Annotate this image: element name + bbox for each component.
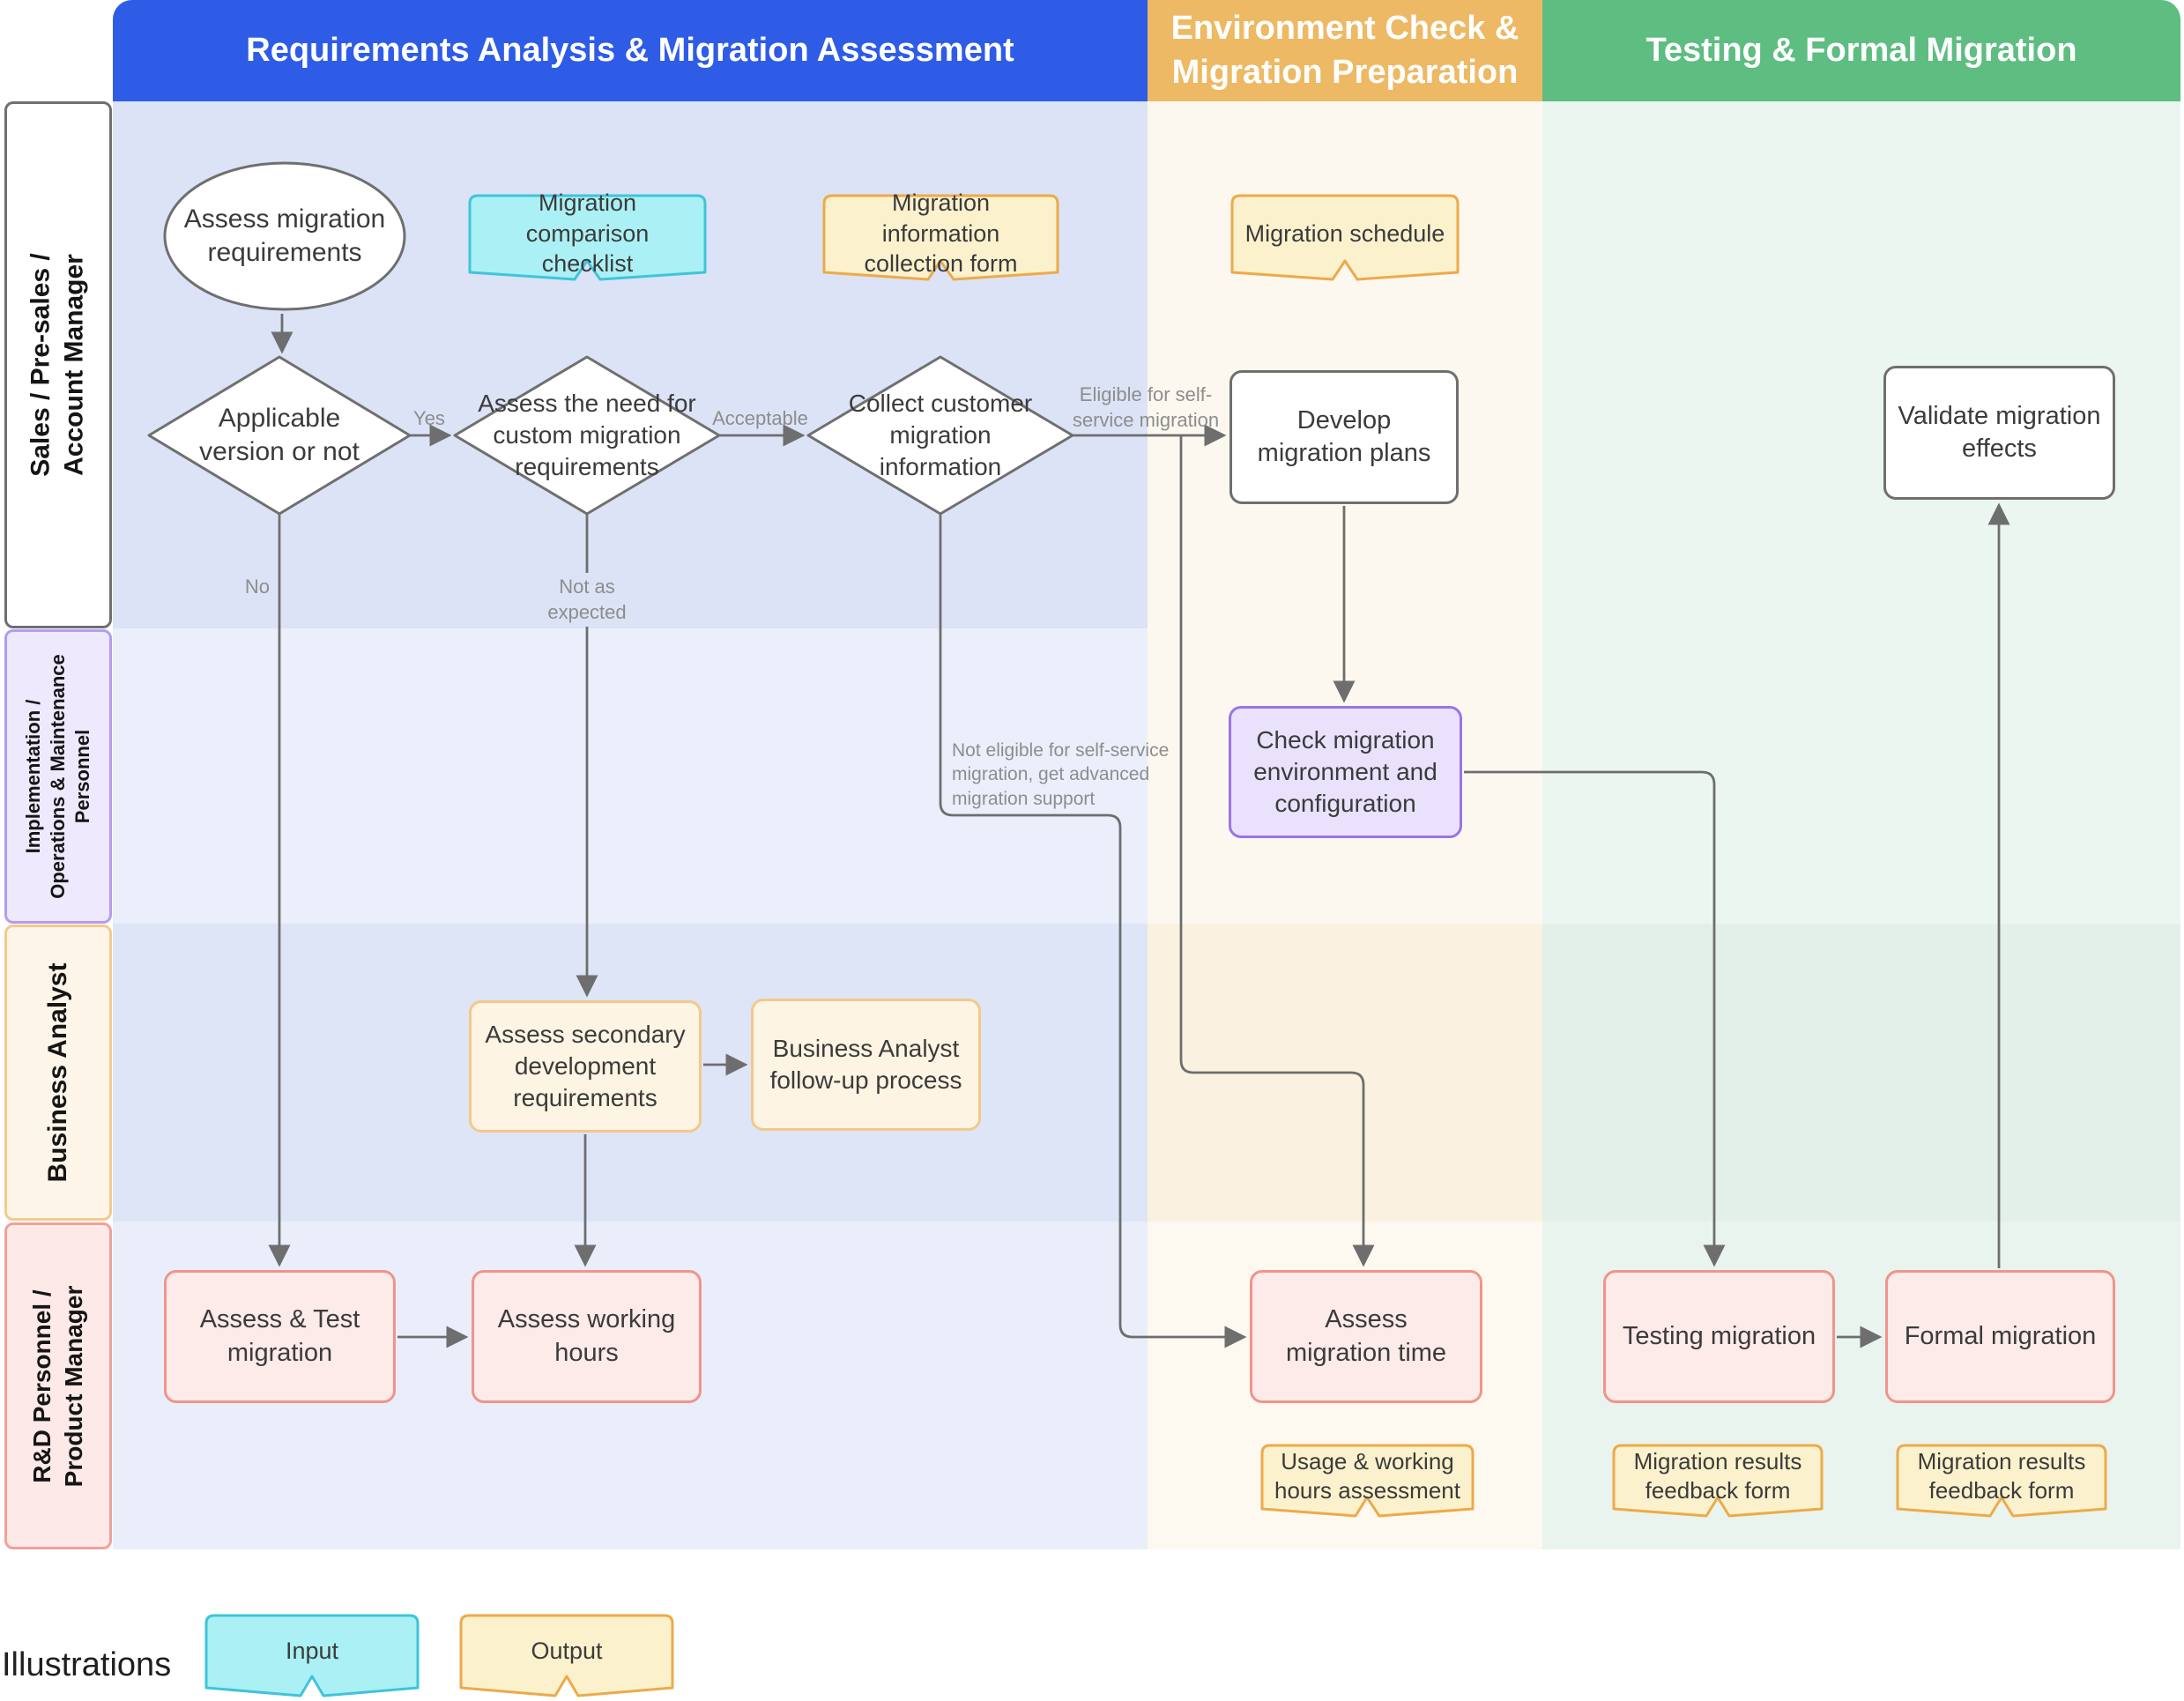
ellipse-assess-migration-requirements[interactable] <box>163 161 406 311</box>
decision-collect-customer-info[interactable] <box>806 355 1074 516</box>
node-develop-migration-plans[interactable]: Develop migration plans <box>1229 370 1459 504</box>
edge-label-acceptable: Acceptable <box>712 407 808 429</box>
decision-need-label[interactable]: Assess the need for custom migration req… <box>478 390 696 480</box>
flag-migration-results-2[interactable] <box>1896 1444 2107 1518</box>
decision-applicable-version[interactable] <box>147 355 412 516</box>
flag-migration-schedule[interactable] <box>1230 194 1460 281</box>
node-assess-test-migration[interactable]: Assess & Test migration <box>164 1270 396 1403</box>
legend-input-label: Input <box>285 1637 339 1664</box>
flag-migration-comparison-checklist[interactable] <box>468 194 707 281</box>
node-business-analyst-follow-up[interactable]: Business Analyst follow-up process <box>751 999 981 1131</box>
edge-label-not-eligible: Not eligible for self-service migration,… <box>952 740 1170 809</box>
lane-label-rd[interactable]: R&D Personnel / Product Manager <box>4 1222 112 1549</box>
edge-check-to-testing <box>1464 770 1726 1267</box>
flag-results2-label[interactable]: Migration results feedback form <box>1917 1447 2086 1504</box>
phase-header-testing-formal[interactable]: Testing & Formal Migration <box>1542 0 2180 101</box>
legend-title: Illustrations <box>2 1646 172 1683</box>
bg-green-row2 <box>1542 628 2180 924</box>
node-check-migration-environment[interactable]: Check migration environment and configur… <box>1229 706 1462 838</box>
decision-applicable-label[interactable]: Applicable version or not <box>199 403 360 466</box>
node-validate-migration-effects[interactable]: Validate migration effects <box>1883 366 2115 500</box>
node-formal-migration[interactable]: Formal migration <box>1885 1270 2115 1403</box>
bg-green-row1 <box>1542 101 2180 628</box>
edge-label-not-as-expected: Not as expected <box>515 573 659 628</box>
flag-checklist-label[interactable]: Migration comparison checklist <box>525 189 650 278</box>
flag-usage-working-hours[interactable] <box>1260 1444 1475 1518</box>
lane-label-sales[interactable]: Sales / Pre-sales / Account Manager <box>4 101 112 628</box>
node-assess-working-hours[interactable]: Assess working hours <box>472 1270 702 1403</box>
node-assess-migration-time[interactable]: Assess migration time <box>1250 1270 1482 1403</box>
start-node-label[interactable]: Assess migration requirements <box>183 204 386 267</box>
decision-assess-need-custom[interactable] <box>453 355 721 516</box>
bg-blue-row2 <box>113 628 1148 924</box>
flag-usage-label[interactable]: Usage & working hours assessment <box>1274 1447 1460 1504</box>
phase-header-requirements-analysis[interactable]: Requirements Analysis & Migration Assess… <box>113 0 1148 101</box>
legend-output-flag <box>459 1614 674 1697</box>
flag-schedule-label[interactable]: Migration schedule <box>1244 219 1445 247</box>
edge-eligible-branch-to-assess-time <box>1179 436 1375 1267</box>
flag-migration-information-form[interactable] <box>822 194 1059 281</box>
bg-green-row3 <box>1542 924 2180 1222</box>
decision-collect-label[interactable]: Collect customer migration information <box>848 390 1033 480</box>
legend-input-flag <box>204 1614 420 1697</box>
edge-label-eligible: Eligible for self- service migration <box>1072 383 1220 431</box>
phase-header-environment-check[interactable]: Environment Check & Migration Preparatio… <box>1148 0 1542 101</box>
legend-output-label: Output <box>531 1637 603 1664</box>
flag-info-form-label[interactable]: Migration information collection form <box>864 189 1018 278</box>
flag-results1-label[interactable]: Migration results feedback form <box>1633 1447 1802 1504</box>
lane-label-business-analyst[interactable]: Business Analyst <box>4 925 112 1221</box>
edge-label-yes: Yes <box>413 407 445 429</box>
edge-label-no: No <box>244 576 270 598</box>
flag-migration-results-1[interactable] <box>1612 1444 1824 1518</box>
lane-label-implementation[interactable]: Implementation / Operations & Maintenanc… <box>4 629 112 924</box>
edge-collect-not-eligible <box>939 514 1247 1348</box>
node-assess-secondary-development[interactable]: Assess secondary development requirement… <box>469 1000 702 1133</box>
node-testing-migration[interactable]: Testing migration <box>1603 1270 1835 1403</box>
